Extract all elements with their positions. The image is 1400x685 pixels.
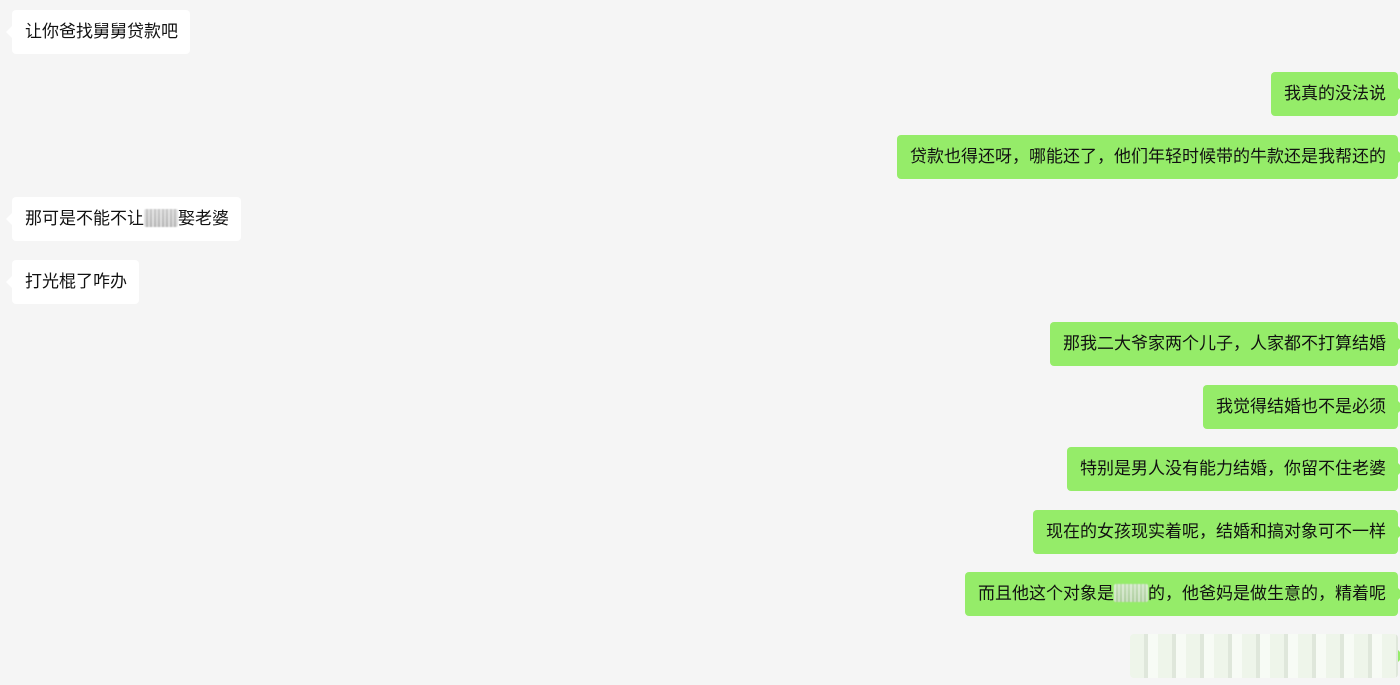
message-bubble-incoming[interactable]: 那可是不能不让 娶老婆 xyxy=(6,197,241,241)
message-text: 贷款也得还呀，哪能还了，他们年轻时候带的牛款还是我帮还的 xyxy=(910,147,1386,167)
message-row-outgoing xyxy=(1130,634,1400,678)
message-bubble-outgoing[interactable]: 那我二大爷家两个儿子，人家都不打算结婚 xyxy=(1050,322,1400,366)
message-row-incoming: 打光棍了咋办 xyxy=(6,260,139,304)
message-text-before: 而且他这个对象是 xyxy=(978,584,1114,604)
message-bubble-outgoing[interactable]: 而且他这个对象是 的，他爸妈是做生意的，精着呢 xyxy=(965,572,1400,616)
message-text: 我真的没法说 xyxy=(1284,84,1386,104)
message-row-outgoing: 我真的没法说 xyxy=(1271,72,1400,116)
message-text-after: 的，他爸妈是做生意的，精着呢 xyxy=(1148,584,1386,604)
message-text: 我觉得结婚也不是必须 xyxy=(1216,397,1386,417)
message-row-outgoing: 那我二大爷家两个儿子，人家都不打算结婚 xyxy=(1050,322,1400,366)
message-row-outgoing: 贷款也得还呀，哪能还了，他们年轻时候带的牛款还是我帮还的 xyxy=(897,135,1400,179)
redacted-place xyxy=(1114,584,1148,602)
message-bubble-outgoing[interactable]: 现在的女孩现实着呢，结婚和搞对象可不一样 xyxy=(1033,510,1400,554)
message-text: 那我二大爷家两个儿子，人家都不打算结婚 xyxy=(1063,334,1386,354)
message-bubble-incoming[interactable]: 让你爸找舅舅贷款吧 xyxy=(6,10,190,54)
redacted-name xyxy=(144,209,178,227)
message-bubble-outgoing[interactable]: 我真的没法说 xyxy=(1271,72,1400,116)
message-row-outgoing: 特别是男人没有能力结婚，你留不住老婆 xyxy=(1067,447,1400,491)
message-bubble-outgoing[interactable]: 贷款也得还呀，哪能还了，他们年轻时候带的牛款还是我帮还的 xyxy=(897,135,1400,179)
message-text-before: 那可是不能不让 xyxy=(25,209,144,229)
message-row-outgoing: 现在的女孩现实着呢，结婚和搞对象可不一样 xyxy=(1033,510,1400,554)
message-row-incoming: 让你爸找舅舅贷款吧 xyxy=(6,10,190,54)
message-row-incoming: 那可是不能不让 娶老婆 xyxy=(6,197,241,241)
message-row-outgoing: 而且他这个对象是 的，他爸妈是做生意的，精着呢 xyxy=(965,572,1400,616)
message-text: 让你爸找舅舅贷款吧 xyxy=(25,22,178,42)
message-text-after: 娶老婆 xyxy=(178,209,229,229)
message-text: 打光棍了咋办 xyxy=(25,272,127,292)
message-row-outgoing: 我觉得结婚也不是必须 xyxy=(1203,385,1400,429)
message-bubble-outgoing[interactable]: 特别是男人没有能力结婚，你留不住老婆 xyxy=(1067,447,1400,491)
message-text: 现在的女孩现实着呢，结婚和搞对象可不一样 xyxy=(1046,522,1386,542)
message-bubble-outgoing-redacted[interactable] xyxy=(1130,634,1400,678)
message-text: 特别是男人没有能力结婚，你留不住老婆 xyxy=(1080,459,1386,479)
message-bubble-outgoing[interactable]: 我觉得结婚也不是必须 xyxy=(1203,385,1400,429)
message-bubble-incoming[interactable]: 打光棍了咋办 xyxy=(6,260,139,304)
